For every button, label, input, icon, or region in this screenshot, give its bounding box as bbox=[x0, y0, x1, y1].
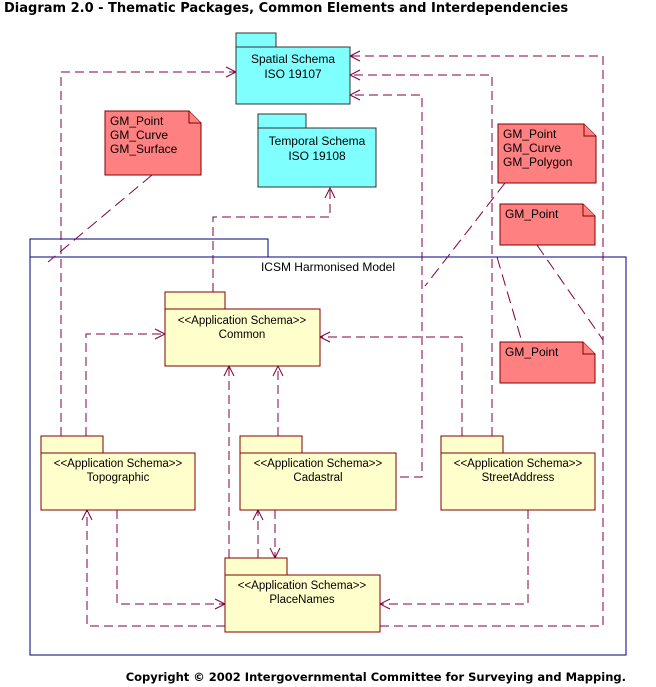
topographic-name: Topographic bbox=[87, 472, 150, 484]
package-body bbox=[164, 308, 321, 367]
note-topographic-geometry: GM_Point GM_Curve GM_Surface bbox=[104, 110, 202, 176]
dep-topographic-placenames bbox=[116, 510, 225, 605]
dep-placenames-topographic bbox=[86, 510, 225, 627]
package-tab bbox=[235, 32, 277, 48]
note-placenames-geometry: GM_Point bbox=[499, 341, 596, 384]
topographic-stereotype: <<Application Schema>> bbox=[54, 458, 183, 470]
streetaddress-package[interactable]: <<Application Schema>> StreetAddress bbox=[440, 435, 596, 511]
dep-streetaddress-placenames bbox=[380, 510, 529, 605]
note-shape bbox=[104, 110, 202, 176]
diagram-title: Diagram 2.0 - Thematic Packages, Common … bbox=[4, 1, 568, 16]
cadastral-package[interactable]: <<Application Schema>> Cadastral bbox=[239, 435, 397, 511]
cadastral-name: Cadastral bbox=[293, 472, 342, 484]
package-body bbox=[440, 452, 596, 511]
dep-placenames-spatial bbox=[350, 55, 604, 627]
package-tab bbox=[40, 435, 104, 454]
note-anchor-topo bbox=[47, 174, 153, 263]
package-body bbox=[224, 574, 381, 633]
dep-streetaddress-common bbox=[320, 336, 463, 436]
package-tab bbox=[257, 113, 307, 129]
icsm-model-frame: ICSM Harmonised Model bbox=[29, 238, 627, 656]
note-cad-line2: GM_Curve bbox=[503, 141, 561, 155]
note-shape bbox=[497, 123, 597, 184]
note-topo-line3: GM_Surface bbox=[110, 142, 178, 156]
note-streetaddress-geometry: GM_Point bbox=[499, 203, 596, 246]
dep-topographic-spatial bbox=[60, 71, 236, 436]
note-shape bbox=[499, 341, 596, 384]
placenames-name: PlaceNames bbox=[269, 594, 334, 606]
note-cadastral-geometry: GM_Point GM_Curve GM_Polygon bbox=[497, 123, 597, 184]
spatial-line1: Spatial Schema bbox=[251, 52, 335, 66]
common-stereotype: <<Application Schema>> bbox=[178, 315, 307, 327]
arrowhead bbox=[324, 186, 336, 199]
model-frame-tab bbox=[29, 238, 269, 257]
model-label: ICSM Harmonised Model bbox=[261, 260, 395, 274]
note-anchor-sa bbox=[536, 244, 604, 341]
note-shape bbox=[499, 203, 596, 246]
common-name: Common bbox=[219, 329, 266, 341]
note-fold bbox=[582, 204, 595, 217]
package-body bbox=[235, 46, 351, 105]
temporal-schema-package[interactable]: Temporal Schema ISO 19108 bbox=[257, 113, 377, 188]
note-fold bbox=[188, 111, 201, 124]
package-tab bbox=[239, 435, 303, 454]
common-package[interactable]: <<Application Schema>> Common bbox=[164, 291, 321, 367]
note-anchors bbox=[47, 174, 604, 343]
note-cad-line3: GM_Polygon bbox=[503, 155, 572, 169]
placenames-package[interactable]: <<Application Schema>> PlaceNames bbox=[224, 557, 381, 633]
spatial-line2: ISO 19107 bbox=[264, 67, 322, 81]
note-pn-line1: GM_Point bbox=[505, 345, 559, 359]
note-topo-line2: GM_Curve bbox=[110, 128, 168, 142]
package-tab bbox=[440, 435, 504, 454]
copyright-text: Copyright © 2002 Intergovernmental Commi… bbox=[126, 670, 626, 684]
cadastral-stereotype: <<Application Schema>> bbox=[254, 458, 383, 470]
topographic-package[interactable]: <<Application Schema>> Topographic bbox=[40, 435, 196, 511]
note-fold bbox=[583, 124, 596, 137]
streetaddress-stereotype: <<Application Schema>> bbox=[454, 458, 583, 470]
streetaddress-name: StreetAddress bbox=[482, 472, 555, 484]
temporal-line2: ISO 19108 bbox=[288, 149, 346, 163]
note-topo-line1: GM_Point bbox=[110, 114, 164, 128]
dep-cadastral-spatial bbox=[350, 94, 423, 478]
note-fold bbox=[582, 342, 595, 355]
dependency-lines bbox=[60, 50, 604, 627]
spatial-schema-package[interactable]: Spatial Schema ISO 19107 bbox=[235, 32, 351, 105]
note-anchor-pn bbox=[496, 256, 523, 343]
note-sa-line1: GM_Point bbox=[505, 207, 559, 221]
package-body bbox=[40, 452, 196, 511]
dep-topographic-common bbox=[85, 333, 165, 436]
note-anchor-cad bbox=[424, 182, 506, 287]
dep-common-temporal bbox=[212, 188, 331, 292]
package-tab bbox=[164, 291, 226, 310]
package-body bbox=[239, 452, 397, 511]
dep-streetaddress-spatial bbox=[350, 74, 493, 436]
package-tab bbox=[224, 557, 288, 576]
note-cad-line1: GM_Point bbox=[503, 127, 557, 141]
temporal-line1: Temporal Schema bbox=[269, 134, 366, 148]
placenames-stereotype: <<Application Schema>> bbox=[238, 580, 367, 592]
package-body bbox=[257, 127, 377, 188]
model-frame-body bbox=[29, 256, 627, 656]
